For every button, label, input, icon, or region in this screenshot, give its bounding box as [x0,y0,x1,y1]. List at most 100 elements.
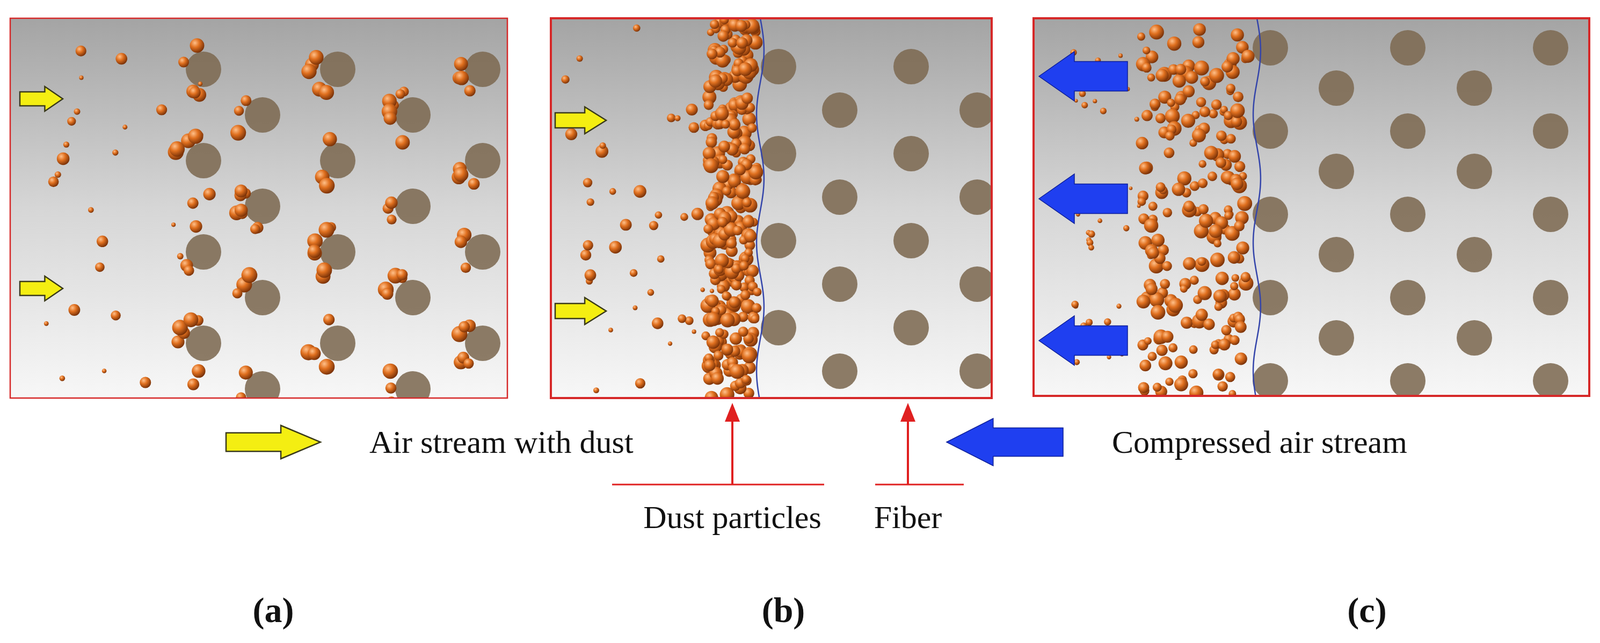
dust-particle [586,198,595,206]
fiber [1532,113,1569,149]
dust-particle [1203,318,1215,330]
dust-particle [63,141,70,148]
dust-particle [620,218,632,231]
dust-particle [1141,110,1153,122]
dust-particle [235,391,247,398]
dust-particle [1167,36,1182,51]
fiber [1252,279,1289,316]
fiber [1318,153,1355,189]
dust-particle [703,223,714,234]
dust-particle [139,376,151,388]
dust-particle [234,203,249,217]
dust-particle [715,328,725,338]
dust-particle [453,166,469,183]
dust-particle [1152,382,1162,392]
dust-particle [468,177,480,190]
dust-particle [1156,344,1168,356]
dust-particle [110,310,121,320]
dust-particle [720,313,736,328]
dust-particle [1180,316,1193,329]
dust-particle [1144,337,1152,345]
dust-particle [1162,207,1173,218]
dust-particle [727,37,738,48]
fiber [1318,320,1355,356]
dust-particle [384,196,398,209]
fiber [395,279,431,316]
dust-particle [709,19,719,29]
dust-particle [1147,351,1158,361]
dust-particle [714,264,724,274]
dust-particle [599,142,606,149]
dust-particle [78,75,84,80]
fiber [395,97,431,133]
dust-particle [1185,70,1199,84]
fiber [1456,153,1493,189]
dust-particle [633,184,647,198]
dust-particle [1194,257,1210,273]
dust-particle [1197,178,1208,188]
dust-particle [738,326,749,337]
dust-particle [735,19,748,32]
dust-particle [713,350,724,361]
dust-particle [1087,230,1095,238]
airflow-arrow [19,275,63,301]
dust-particle [1216,130,1227,142]
dust-particle [731,279,743,291]
dust-particle [1103,318,1111,326]
dust-particle [728,118,741,131]
fiber [760,48,797,85]
dust-particle [1137,204,1141,208]
fiber [893,135,929,172]
dust-particle [1071,300,1079,309]
dust-particle [1191,128,1206,143]
dust-particle [1228,149,1241,163]
dust-particle [156,104,167,115]
dust-particle [708,74,723,88]
fiber [1456,236,1493,273]
dust-particle [1199,106,1211,118]
dust-particle [1218,338,1231,351]
dust-particle [1155,182,1166,192]
dust-particle [232,288,243,299]
dust-particle [738,62,753,77]
fiber [1318,70,1355,106]
dust-particle [677,314,687,323]
fiber [959,92,992,128]
dust-particle [1074,98,1079,103]
compressed-air-arrow [946,418,1064,466]
dust-particle [703,99,715,111]
dust-particle [1147,246,1160,259]
dust-particle [112,149,119,156]
dust-particle [657,255,665,263]
dust-particle [96,235,108,247]
dust-particle [187,377,200,390]
dust-particle [250,223,261,235]
dust-particle [1116,303,1122,309]
fiber [1390,113,1426,149]
dust-particle [706,335,720,349]
dust-particle [122,124,128,130]
fiber [1532,362,1569,396]
dust-particle [1212,368,1225,381]
dust-particle [721,119,730,129]
dust-particle [667,341,673,346]
dust-particle [593,387,600,394]
dust-particle [395,135,410,150]
dust-particle [1165,131,1175,141]
dust-particle [183,265,195,276]
dust-particle [1230,177,1243,191]
dust-particle [1123,224,1130,232]
dust-particle [1225,371,1236,382]
airflow-arrow [19,86,63,112]
callout-label: Dust particles [643,499,822,535]
dust-particle [88,206,94,213]
dust-particle [1198,213,1213,228]
dust-particle [307,346,321,360]
compressed-air-arrow [1038,173,1128,224]
dust-particle [740,289,751,301]
dust-particle [301,63,317,79]
fiber [959,179,992,215]
panel-border [550,18,992,398]
panel-ground [1033,18,1590,396]
